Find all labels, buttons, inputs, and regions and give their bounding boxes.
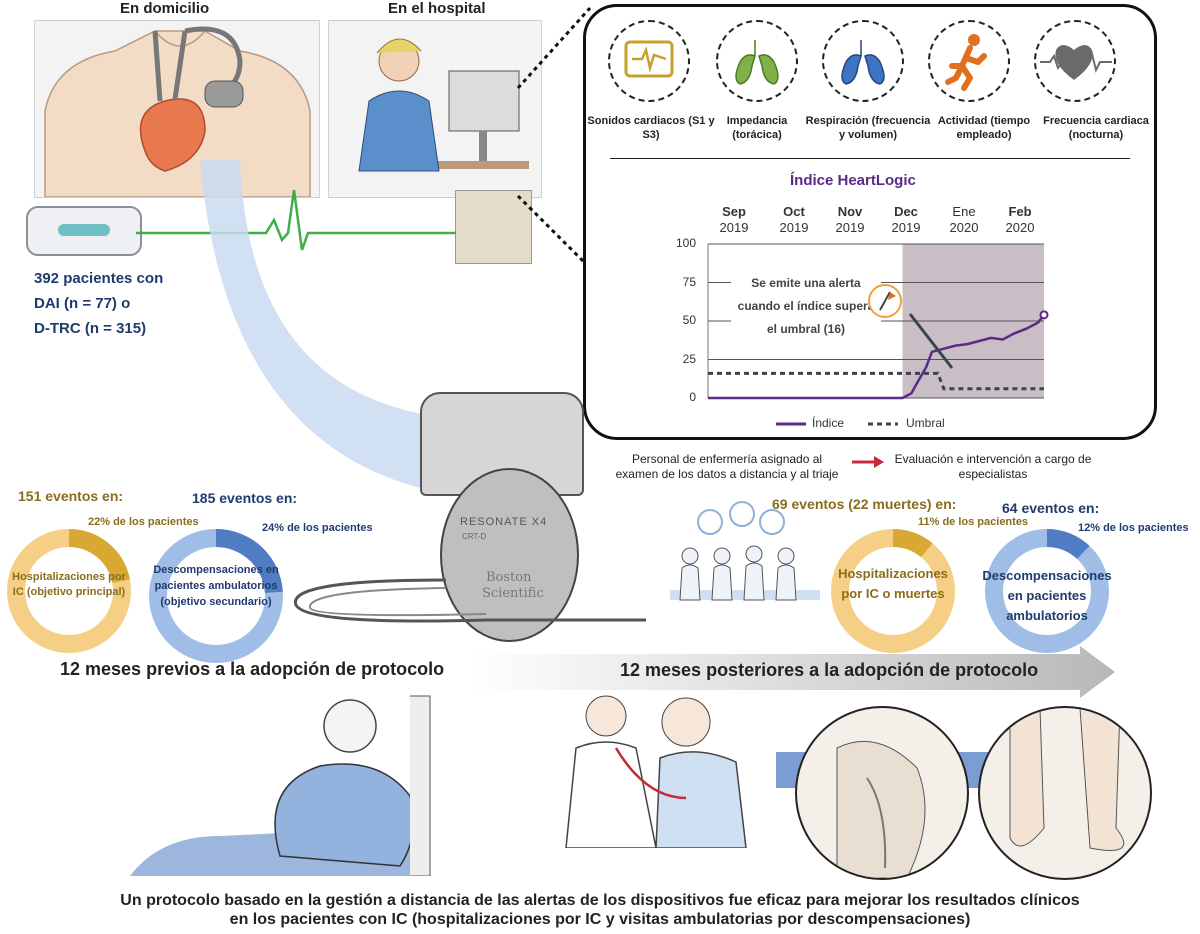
before-hosp-events: 151 eventos en: (18, 488, 124, 504)
after-header: 12 meses posteriores a la adopción de pr… (620, 660, 1039, 680)
annotation-line2: cuando el índice supera (731, 295, 881, 318)
metric-label-5: Frecuencia cardiaca (nocturna) (1043, 115, 1149, 141)
donut-segment (892, 529, 933, 558)
y-tick-label: 25 (682, 351, 696, 366)
jugular-distension-circle (795, 706, 969, 880)
heartlogic-chart (707, 243, 1049, 400)
hospital-label: En el hospital (388, 0, 486, 17)
after-decomp-events: 64 eventos en: (1002, 500, 1100, 516)
stethoscope-badge-icon (697, 509, 723, 535)
legend-swatch-threshold (868, 422, 898, 426)
running-person-icon (928, 20, 1010, 102)
y-tick-label: 0 (689, 390, 696, 404)
device-lead-wire (293, 578, 646, 623)
y-tick-label: 100 (675, 236, 696, 250)
remote-monitor-icon (26, 206, 142, 256)
device-brand-2: Scientific (482, 586, 544, 601)
computer-monitor-icon (448, 70, 520, 132)
workflow-arrow-icon (852, 456, 884, 468)
before-hosp-pct: 22% de los pacientes (88, 516, 199, 528)
conclusion-line2: en los pacientes con IC (hospitalizacion… (229, 911, 971, 928)
heart-monitor-icon (608, 20, 690, 102)
after-decomp-center: Descompensaciones en pacientes ambulator… (982, 568, 1112, 623)
series-line-0 (708, 314, 1045, 400)
leg-edema-circle (978, 706, 1152, 880)
donut-segment (68, 529, 130, 584)
signal-wave (136, 189, 456, 251)
panel-divider (610, 158, 1130, 159)
hospital-scene (328, 20, 542, 198)
alert-flag-icon (868, 284, 902, 318)
legend-label-threshold: Umbral (906, 416, 945, 430)
metric-label-2: Impedancia (torácica) (726, 115, 788, 141)
before-decomp-pct: 24% de los pacientes (262, 522, 373, 534)
doctor-exam-illustration (556, 688, 786, 849)
workflow-nurse: Personal de enfermería asignado al exame… (615, 452, 839, 481)
server-rack-icon (455, 190, 532, 264)
after-hosp-events: 69 eventos (22 muertes) en: (772, 496, 957, 512)
patients-line2: DAI (n = 77) o (34, 295, 131, 312)
lungs-icon (716, 20, 798, 102)
after-hosp-center: Hospitalizaciones por IC o muertes (838, 566, 948, 601)
hospitalized-patient-illustration (100, 686, 440, 877)
after-hosp-donut (831, 529, 955, 653)
before-hosp-center: Hospitalizaciones por IC (objetivo princ… (12, 571, 126, 598)
conclusion: Un protocolo basado en la gestión a dist… (0, 891, 1200, 929)
torso-illustration (44, 26, 311, 198)
legend-label-index: Índice (812, 416, 845, 430)
patients-line3: D-TRC (n = 315) (34, 320, 147, 337)
after-hosp-pct: 11% de los pacientes (918, 516, 1029, 528)
chart-legend: Índice Umbral (776, 416, 976, 432)
zoom-connector (516, 6, 592, 270)
before-decomp-center: Descompensaciones en pacientes ambulator… (153, 564, 279, 608)
implant-icon (204, 80, 244, 108)
medical-cross-badge-icon (759, 509, 785, 535)
legend-swatch-index (776, 422, 806, 426)
clipboard-badge-icon (729, 501, 755, 527)
before-header: 12 meses previos a la adopción de protoc… (60, 659, 445, 679)
stethoscope-icon (614, 747, 687, 800)
metric-label-4: Actividad (tiempo empleado) (937, 115, 1031, 141)
timeline-arrow (470, 646, 1115, 698)
after-decomp-pct: 12% de los pacientes (1078, 522, 1189, 534)
before-decomp-events: 185 eventos en: (192, 490, 298, 506)
device-model: RESONATE X4 (460, 516, 548, 528)
heart-rate-icon (1034, 20, 1116, 102)
device-sub: CRT-D (462, 532, 487, 541)
device-brand-1: Boston (486, 570, 532, 585)
nurse-illustration (358, 38, 529, 172)
annotation-line3: el umbral (16) (731, 318, 881, 341)
chart-annotation: Se emite una alerta cuando el índice sup… (731, 272, 881, 341)
chart-title: Índice HeartLogic (790, 172, 916, 189)
workflow-specialist: Evaluación e intervención a cargo de esp… (894, 452, 1092, 481)
heart-icon (139, 98, 206, 172)
home-scene (34, 20, 320, 198)
home-label: En domicilio (120, 0, 210, 17)
y-tick-label: 75 (682, 274, 696, 289)
y-tick-label: 50 (682, 313, 696, 327)
after-decomp-donut (985, 529, 1109, 653)
before-hosp-donut (7, 529, 131, 653)
care-team-illustration (660, 500, 825, 630)
device-body: RESONATE X4 CRT-D Boston Scientific (440, 468, 579, 642)
metric-label-3: Respiración (frecuencia y volumen) (805, 115, 931, 141)
series-line-1 (708, 371, 1044, 391)
series-end-point (1039, 310, 1049, 320)
donut-segment (1046, 529, 1090, 560)
annotation-line1: Se emite una alerta (731, 272, 881, 295)
donut-segment (215, 529, 283, 594)
metric-label-1: Sonidos cardiacos (S1 y S3) (587, 115, 715, 141)
patients-text: 392 pacientes con DAI (n = 77) o D-TRC (… (34, 266, 163, 341)
before-decomp-donut (149, 529, 283, 663)
patients-line1: 392 pacientes con (34, 270, 164, 287)
annotation-pointer (908, 313, 954, 369)
conclusion-line1: Un protocolo basado en la gestión a dist… (120, 892, 1080, 909)
lungs-blue-icon (822, 20, 904, 102)
